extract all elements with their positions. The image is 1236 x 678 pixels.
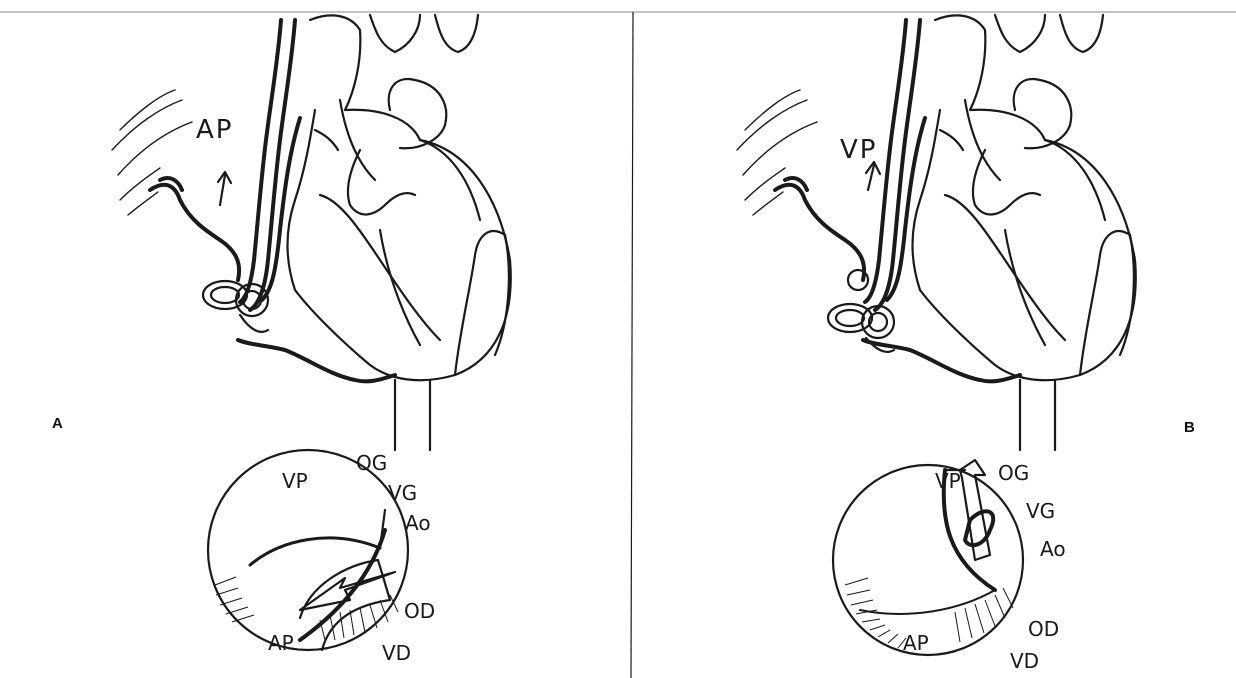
ring-label-top-a: VP	[282, 469, 308, 493]
ring-label-vg-a: VG	[388, 481, 417, 505]
catheter-b	[775, 20, 1020, 381]
vessel-label-a: AP	[196, 115, 233, 145]
ring-label-vd-a: VD	[382, 641, 411, 665]
panel-a: AP A VP OG VG Ao OD VD AP	[52, 15, 511, 665]
panel-b: VP B VP OG VG Ao OD VD AP	[737, 15, 1195, 673]
ring-label-og-b: OG	[998, 461, 1029, 485]
ring-label-vd-b: VD	[1010, 649, 1039, 673]
catheter-coil-a	[203, 281, 268, 332]
panel-divider	[631, 12, 633, 678]
ring-label-bottom-a: AP	[268, 631, 294, 655]
ring-label-ao-b: Ao	[1040, 537, 1066, 561]
flow-arrow-a	[218, 172, 231, 205]
heart-outline-b	[913, 15, 1136, 450]
flow-arrow-b	[866, 162, 880, 190]
ring-label-top-b: VP	[935, 469, 961, 493]
ring-diagram-b	[833, 460, 1023, 655]
vessel-label-b: VP	[840, 135, 877, 165]
catheter-coil-b	[828, 270, 894, 352]
panel-label-b: B	[1184, 419, 1195, 436]
heart-outline-a	[288, 15, 511, 450]
ring-diagram-a	[208, 450, 408, 650]
ring-label-bottom-b: AP	[903, 631, 929, 655]
ring-label-ao-a: Ao	[405, 511, 431, 535]
ring-label-od-b: OD	[1028, 617, 1059, 641]
ring-hatch-b	[845, 578, 1013, 648]
ring-label-vg-b: VG	[1026, 499, 1055, 523]
panel-label-a: A	[52, 415, 63, 432]
catheter-a	[150, 20, 395, 381]
ring-label-od-a: OD	[404, 599, 435, 623]
ring-label-og-a: OG	[356, 451, 387, 475]
